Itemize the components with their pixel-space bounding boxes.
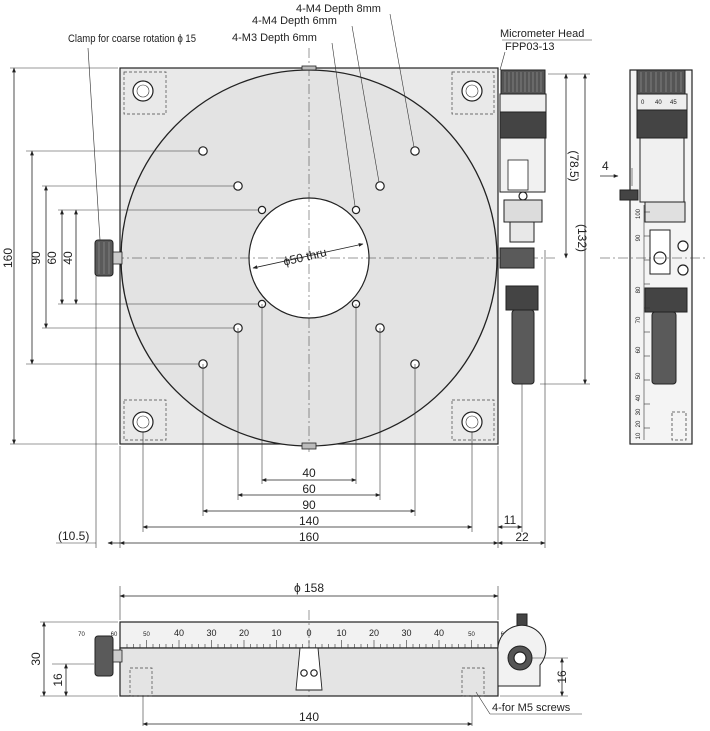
micrometer-head[interactable] — [499, 69, 547, 385]
scale-number: 50 — [468, 632, 475, 638]
svg-text:40: 40 — [655, 100, 662, 106]
clamp-label: Clamp for coarse rotation ϕ 15 — [68, 33, 196, 45]
scale-number: 40 — [174, 628, 184, 638]
side-view: 0 40 45 4 100 90 80 70 — [600, 69, 705, 445]
svg-text:80: 80 — [636, 286, 642, 293]
micrometer-head-label: Micrometer Head — [500, 28, 584, 40]
front-dim-16-left: 16 — [51, 673, 65, 687]
v-dim-60: 60 — [45, 251, 59, 265]
h-dim-40: 40 — [302, 466, 316, 480]
scale-number: 30 — [206, 628, 216, 638]
svg-text:45: 45 — [670, 100, 677, 106]
corner-recesses — [123, 71, 495, 441]
svg-text:20: 20 — [636, 420, 642, 427]
m4-depth6-label: 4-M4 Depth 6mm — [252, 15, 337, 27]
svg-text:30: 30 — [636, 408, 642, 415]
scale-number: 40 — [434, 628, 444, 638]
scale-number: 30 — [401, 628, 411, 638]
svg-text:50: 50 — [636, 372, 642, 379]
front-clamp-knob[interactable] — [94, 635, 123, 677]
front-dim-140: 140 — [299, 710, 319, 724]
v-dim-160: 160 — [1, 248, 15, 268]
svg-text:90: 90 — [636, 234, 642, 241]
h-dim-11: 11 — [504, 513, 517, 527]
scale-number: 20 — [369, 628, 379, 638]
h-dim-60: 60 — [302, 482, 316, 496]
front-dim-30: 30 — [29, 652, 43, 666]
svg-text:10: 10 — [636, 432, 642, 439]
h-dim-160: 160 — [299, 530, 319, 544]
svg-text:40: 40 — [636, 394, 642, 401]
scale-number: 20 — [239, 628, 249, 638]
bottom-horizontal-dimensions: 40 60 90 140 160 (10.5) 11 — [56, 250, 546, 548]
v-dim-78-5: (78.5) — [567, 150, 581, 181]
micrometer-model-label: FPP03-13 — [505, 41, 555, 53]
v-dim-90: 90 — [29, 251, 43, 265]
v-dim-132: (132) — [575, 224, 589, 252]
scale-number: 0 — [306, 628, 311, 638]
side-dim-4: 4 — [602, 159, 609, 173]
svg-text:0: 0 — [641, 100, 645, 106]
v-dim-40: 40 — [61, 251, 75, 265]
svg-text:100: 100 — [636, 208, 642, 219]
left-vertical-dimensions: 160 90 60 40 — [1, 67, 258, 445]
top-view: ϕ50 thru Clamp for coarse rotation ϕ 15 … — [1, 3, 592, 548]
side-clamp[interactable] — [619, 189, 639, 201]
front-micrometer[interactable] — [497, 613, 547, 687]
m3-depth6-label: 4-M3 Depth 6mm — [232, 32, 317, 44]
h-dim-offset: (10.5) — [58, 529, 89, 543]
svg-text:60: 60 — [636, 346, 642, 353]
scale-number: 70 — [78, 632, 85, 638]
scale-number: 10 — [271, 628, 281, 638]
h-dim-22: 22 — [515, 530, 529, 544]
svg-text:70: 70 — [636, 316, 642, 323]
front-dim-16-right: 16 — [555, 670, 569, 684]
m4-depth8-label: 4-M4 Depth 8mm — [296, 3, 381, 15]
screws-label: 4-for M5 screws — [492, 702, 571, 714]
scale-number: 10 — [336, 628, 346, 638]
front-view: 70605040302010010203040506070 ϕ 158 — [29, 581, 582, 726]
scale-number: 60 — [111, 632, 118, 638]
coarse-clamp-knob[interactable] — [94, 239, 123, 277]
front-scale-ticks — [126, 640, 492, 648]
side-scale: 100 90 80 70 60 50 40 30 20 10 — [636, 205, 650, 440]
scale-number: 50 — [143, 632, 150, 638]
phi-158-label: ϕ 158 — [294, 581, 324, 595]
h-dim-90: 90 — [302, 498, 316, 512]
h-dim-140: 140 — [299, 514, 319, 528]
right-vertical-dimensions: (78.5) (132) — [540, 73, 590, 385]
